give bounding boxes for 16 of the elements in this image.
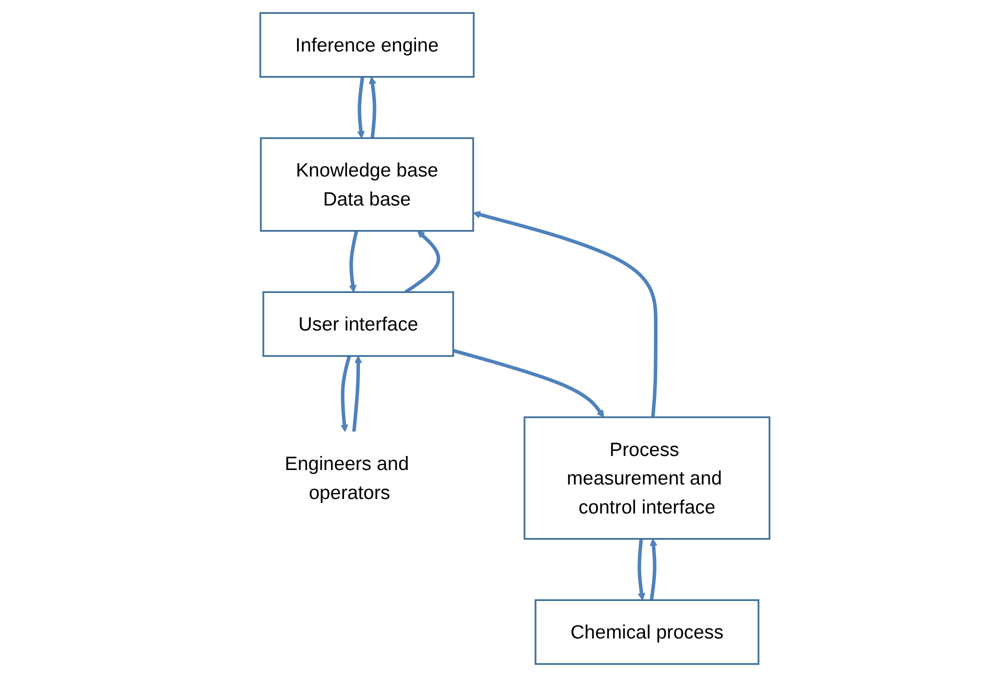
arrow [340, 356, 351, 432]
arrow [404, 230, 440, 294]
arrow [649, 538, 658, 600]
arrow [368, 76, 376, 138]
node-box: Chemical process [534, 599, 760, 665]
node-box: Knowledge base Data base [260, 137, 474, 232]
arrow [348, 230, 358, 292]
arrow [352, 356, 362, 432]
node-text: Engineers and operators [284, 452, 409, 504]
arrow [452, 348, 604, 418]
node-box: Inference engine [259, 12, 474, 78]
arrow [472, 210, 658, 418]
node-box: Process measurement and control interface [523, 416, 770, 540]
arrow [637, 538, 646, 600]
arrow [356, 76, 365, 138]
node-box: User interface [262, 291, 454, 357]
